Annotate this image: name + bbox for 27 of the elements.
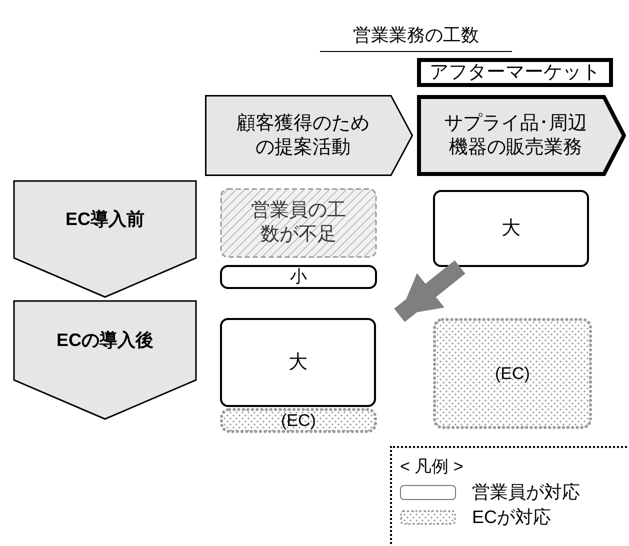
node-text: 小 [289, 266, 308, 288]
phase-pentagon [13, 300, 197, 420]
node-text: サプライ品･周辺機器の販売業務 [443, 112, 588, 160]
node-text: アフターマーケット [428, 60, 602, 84]
block-arrow [394, 260, 466, 322]
legend-title: < 凡例 > [400, 456, 464, 478]
phase-pentagon [13, 180, 197, 298]
node-text: 顧客獲得のための提案活動 [236, 112, 370, 160]
node-text: 大 [500, 216, 522, 240]
node-text: EC導入前 [64, 208, 146, 231]
heading-pentagon [417, 95, 626, 176]
legend-text: ECが対応 [472, 506, 552, 528]
value-box [220, 265, 377, 289]
node-text: 大 [288, 350, 308, 374]
diagram-title: 営業業務の工数 [320, 22, 512, 52]
hatched-box [220, 188, 377, 258]
node-text: 営業員の工数が不足 [250, 199, 347, 247]
node-text: (EC) [280, 410, 317, 432]
value-box [220, 318, 376, 407]
value-box [433, 190, 589, 267]
legend-text: 営業員が対応 [472, 481, 580, 504]
node-text: ECの導入後 [55, 328, 154, 352]
dotted-box [433, 318, 592, 429]
heading-pentagon [205, 95, 413, 176]
dotted-box [220, 408, 377, 433]
header-box [417, 58, 613, 87]
node-text: (EC) [494, 362, 531, 384]
